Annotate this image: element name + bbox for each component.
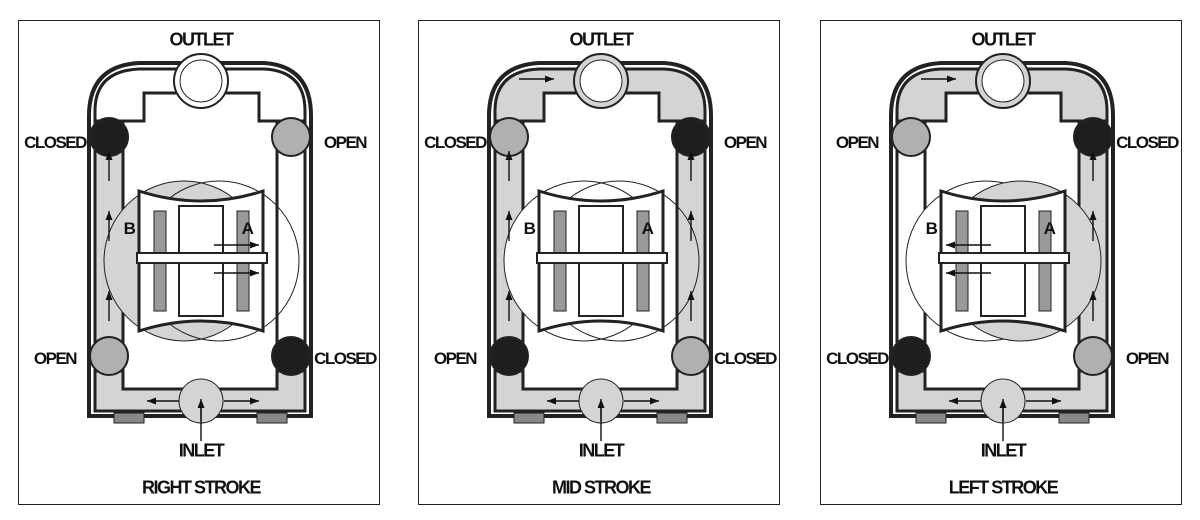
valve-label-bottom-left: OPEN [33,349,78,368]
ball-valve-top-left [489,117,529,157]
ball-valve-bottom-left [891,336,931,376]
outlet-port-inner [981,59,1025,103]
arrow-head [1052,397,1061,405]
arrow-head [597,399,605,408]
arrow-head [1089,211,1097,220]
outlet-label: OUTLET [169,29,235,50]
arrow-head [946,241,955,249]
ball-valve-top-right [1073,117,1113,157]
foot-left [513,412,545,424]
foot-left [915,412,947,424]
foot-right [256,412,288,424]
arrow-head [946,269,955,277]
foot-right [656,412,688,424]
arrow-head [687,211,695,220]
foot-right [1058,412,1090,424]
ball-valve-bottom-left [89,336,129,376]
valve-label-bottom-right: CLOSED [314,349,377,368]
arrow-head [250,397,259,405]
valve-label-top-left: CLOSED [424,133,487,152]
arrow-head [505,291,513,300]
arrow-head [999,399,1007,408]
chamber-a-label: A [641,219,654,238]
arrow-head [147,397,156,405]
valve-label-top-right: CLOSED [1116,133,1179,152]
arrow-head [545,75,554,83]
arrow-head [250,269,259,277]
foot-left [113,412,145,424]
arrow-head [105,291,113,300]
diaphragm-shaft [938,252,1070,264]
valve-label-top-left: OPEN [835,133,880,152]
arrow-head [1089,291,1097,300]
valve-label-top-right: OPEN [723,133,768,152]
stroke-title: LEFT STROKE [948,477,1059,498]
stroke-panel: OUTLET INLET RIGHT STROKE B A CLOSED OPEN OPEN C… [18,20,380,505]
ball-valve-bottom-right [1073,336,1113,376]
arrow-head [650,397,659,405]
outlet-manifold [493,67,707,123]
chamber-b-label: B [523,219,536,238]
valve-label-bottom-right: CLOSED [714,349,777,368]
outlet-port-inner [579,59,623,103]
chamber-b-label: B [123,219,136,238]
stroke-title: RIGHT STROKE [141,477,262,498]
inlet-label: INLET [178,440,225,461]
arrow-head [505,151,513,160]
pump-cross-section [87,53,313,441]
right-channel [275,119,307,373]
valve-label-top-right: OPEN [323,133,368,152]
stroke-title: MID STROKE [551,477,652,498]
ball-valve-bottom-right [671,336,711,376]
arrow-head [105,211,113,220]
arrow-head [547,397,556,405]
pump-cross-section [487,53,713,441]
diaphragm-shaft [136,252,268,264]
ball-valve-bottom-right [271,336,311,376]
arrow-head [105,151,113,160]
valve-label-bottom-right: OPEN [1125,349,1170,368]
diaphragm-shaft [536,252,668,264]
chamber-a-label: A [1043,219,1056,238]
ball-valve-top-left [891,117,931,157]
outlet-manifold [895,67,1109,123]
chamber-a-label: A [241,219,254,238]
outlet-manifold [93,67,307,123]
arrow-head [687,291,695,300]
valve-label-bottom-left: CLOSED [826,349,889,368]
arrow-head [1089,151,1097,160]
stroke-panel: OUTLET INLET LEFT STROKE B A OPEN CLOSED CLOSED… [820,20,1182,505]
ball-valve-top-right [271,117,311,157]
arrow-head [949,397,958,405]
outlet-label: OUTLET [971,29,1037,50]
ball-valve-bottom-left [489,336,529,376]
chamber-b-label: B [925,219,938,238]
arrow-head [947,75,956,83]
pump-cross-section [889,53,1115,441]
outlet-label: OUTLET [569,29,635,50]
valve-label-top-left: CLOSED [24,133,87,152]
outlet-port-inner [179,59,223,103]
arrow-head [687,151,695,160]
valve-label-bottom-left: OPEN [433,349,478,368]
stroke-panel: OUTLET INLET MID STROKE B A CLOSED OPEN OPEN CLO… [418,20,780,505]
arrow-head [505,211,513,220]
inlet-label: INLET [578,440,625,461]
ball-valve-top-right [671,117,711,157]
arrow-head [250,241,259,249]
inlet-label: INLET [980,440,1027,461]
arrow-head [197,399,205,408]
ball-valve-top-left [89,117,129,157]
